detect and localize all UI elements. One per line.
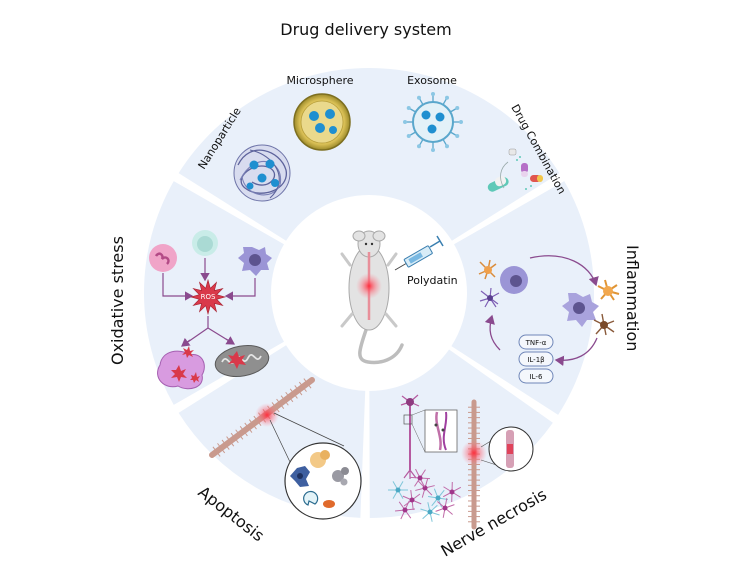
nerve-root [226,436,235,447]
neuron-soma [442,505,448,511]
cytokine-pill [518,351,554,367]
neuron-soma [409,497,415,503]
nerve-root [221,439,230,450]
exosome-protein-tip [406,106,411,110]
exosome-protein-tip [455,134,460,138]
drug-combination-icon [487,148,543,192]
nerve-root [230,432,239,444]
exosome-protein-tip [431,92,435,96]
exosome-protein-tip [455,106,460,110]
macrophage-icon [238,247,272,276]
nerve-root [303,378,312,389]
nerve-root [212,446,221,457]
exosome-protein-tip [445,144,449,149]
arrow-head [181,337,191,347]
cycle-arrow-top [529,255,599,287]
activated-macrophage-icon [562,293,599,327]
nerve-root [289,388,298,399]
exosome-protein-tip [445,95,449,100]
exosome-protein-tip [406,134,411,138]
arrow-head [225,336,236,345]
magnified-lesion [480,426,534,472]
nerve-root [244,422,253,433]
spinal-cord-icon [461,399,487,530]
cytokine-pill [518,368,554,384]
nerve-root [280,395,289,406]
macrophage-icon [500,266,528,294]
microsphere-label: Microsphere [286,74,353,87]
neuron-network-icon [388,468,462,522]
neuron-soma [417,475,423,481]
cycle-arrow-left [484,314,501,351]
lymphocyte-icon [192,230,218,256]
syringe-icon [394,235,444,271]
activated-microglia-icon [597,279,620,301]
neuron-soma [402,507,408,513]
sector-ring [143,67,594,518]
apoptotic-cell-icon [310,450,330,468]
astrocyte-icon [479,287,500,308]
cytokine-tnf: TNF-α [525,339,547,347]
arrow-to-ros [224,278,256,301]
nerve-root [235,429,244,440]
phagocyte-icon [303,490,319,506]
neuron-soma [395,487,401,493]
mitochondria-icon [323,500,335,508]
nerve-root [294,385,303,396]
center-rat: Polydatin [275,199,463,387]
nerve-root [248,419,257,430]
neuron-soma [449,489,455,495]
ros-label: ROS [201,293,216,301]
exosome-protein-tip [417,95,421,100]
nerve-root [217,443,226,454]
apoptotic-cell-icon [290,466,310,487]
rat-icon [340,230,404,365]
exosome-protein-tip [459,120,463,124]
inflammation-label: Inflammation [623,245,642,351]
cytokine-il1b: IL-1β [527,356,544,364]
neuron-soma [422,485,428,491]
exosome-icon [403,92,463,152]
cytokine-pill [518,334,554,350]
damaged-cell-icon [157,346,205,390]
nerve-root [239,426,248,437]
apoptosis-label: Apoptosis [195,482,268,545]
spinal-cord-icon [209,377,315,458]
neuron-soma [435,495,441,501]
ros-star-icon [189,278,227,316]
sector-inflammation: TNF-α IL-1β IL-6 Inflammation [478,245,642,384]
exosome-protein-tip [417,144,421,149]
apoptotic-body-icon [332,467,349,486]
nanoparticle-icon [233,144,291,202]
microglia-icon [478,259,497,280]
neuron-icon [593,313,615,336]
mitochondria-icon [214,345,270,377]
polydatin-label: Polydatin [407,274,458,287]
neuron-soma [427,509,433,515]
sector-nerve-necrosis-bg [369,349,553,518]
arrow-to-ros [162,273,194,301]
nerve-root [285,391,294,403]
diagram-title: Drug delivery system [280,20,452,39]
nerve-root [276,398,285,409]
zoom-box [411,409,458,453]
neutrophil-icon [149,244,177,272]
microsphere-icon [293,93,351,151]
sector-oxidative-stress: ROS Oxidative stress [108,230,272,390]
exosome-protein-tip [403,120,407,124]
exosome-protein-tip [431,148,435,152]
cycle-arrow-bottom [554,337,598,366]
nerve-root [298,381,307,392]
neuron-cell-icon [400,394,420,479]
exosome-label: Exosome [407,74,457,87]
cytokine-il6: IL-6 [530,373,543,381]
oxidative-stress-label: Oxidative stress [108,236,127,365]
